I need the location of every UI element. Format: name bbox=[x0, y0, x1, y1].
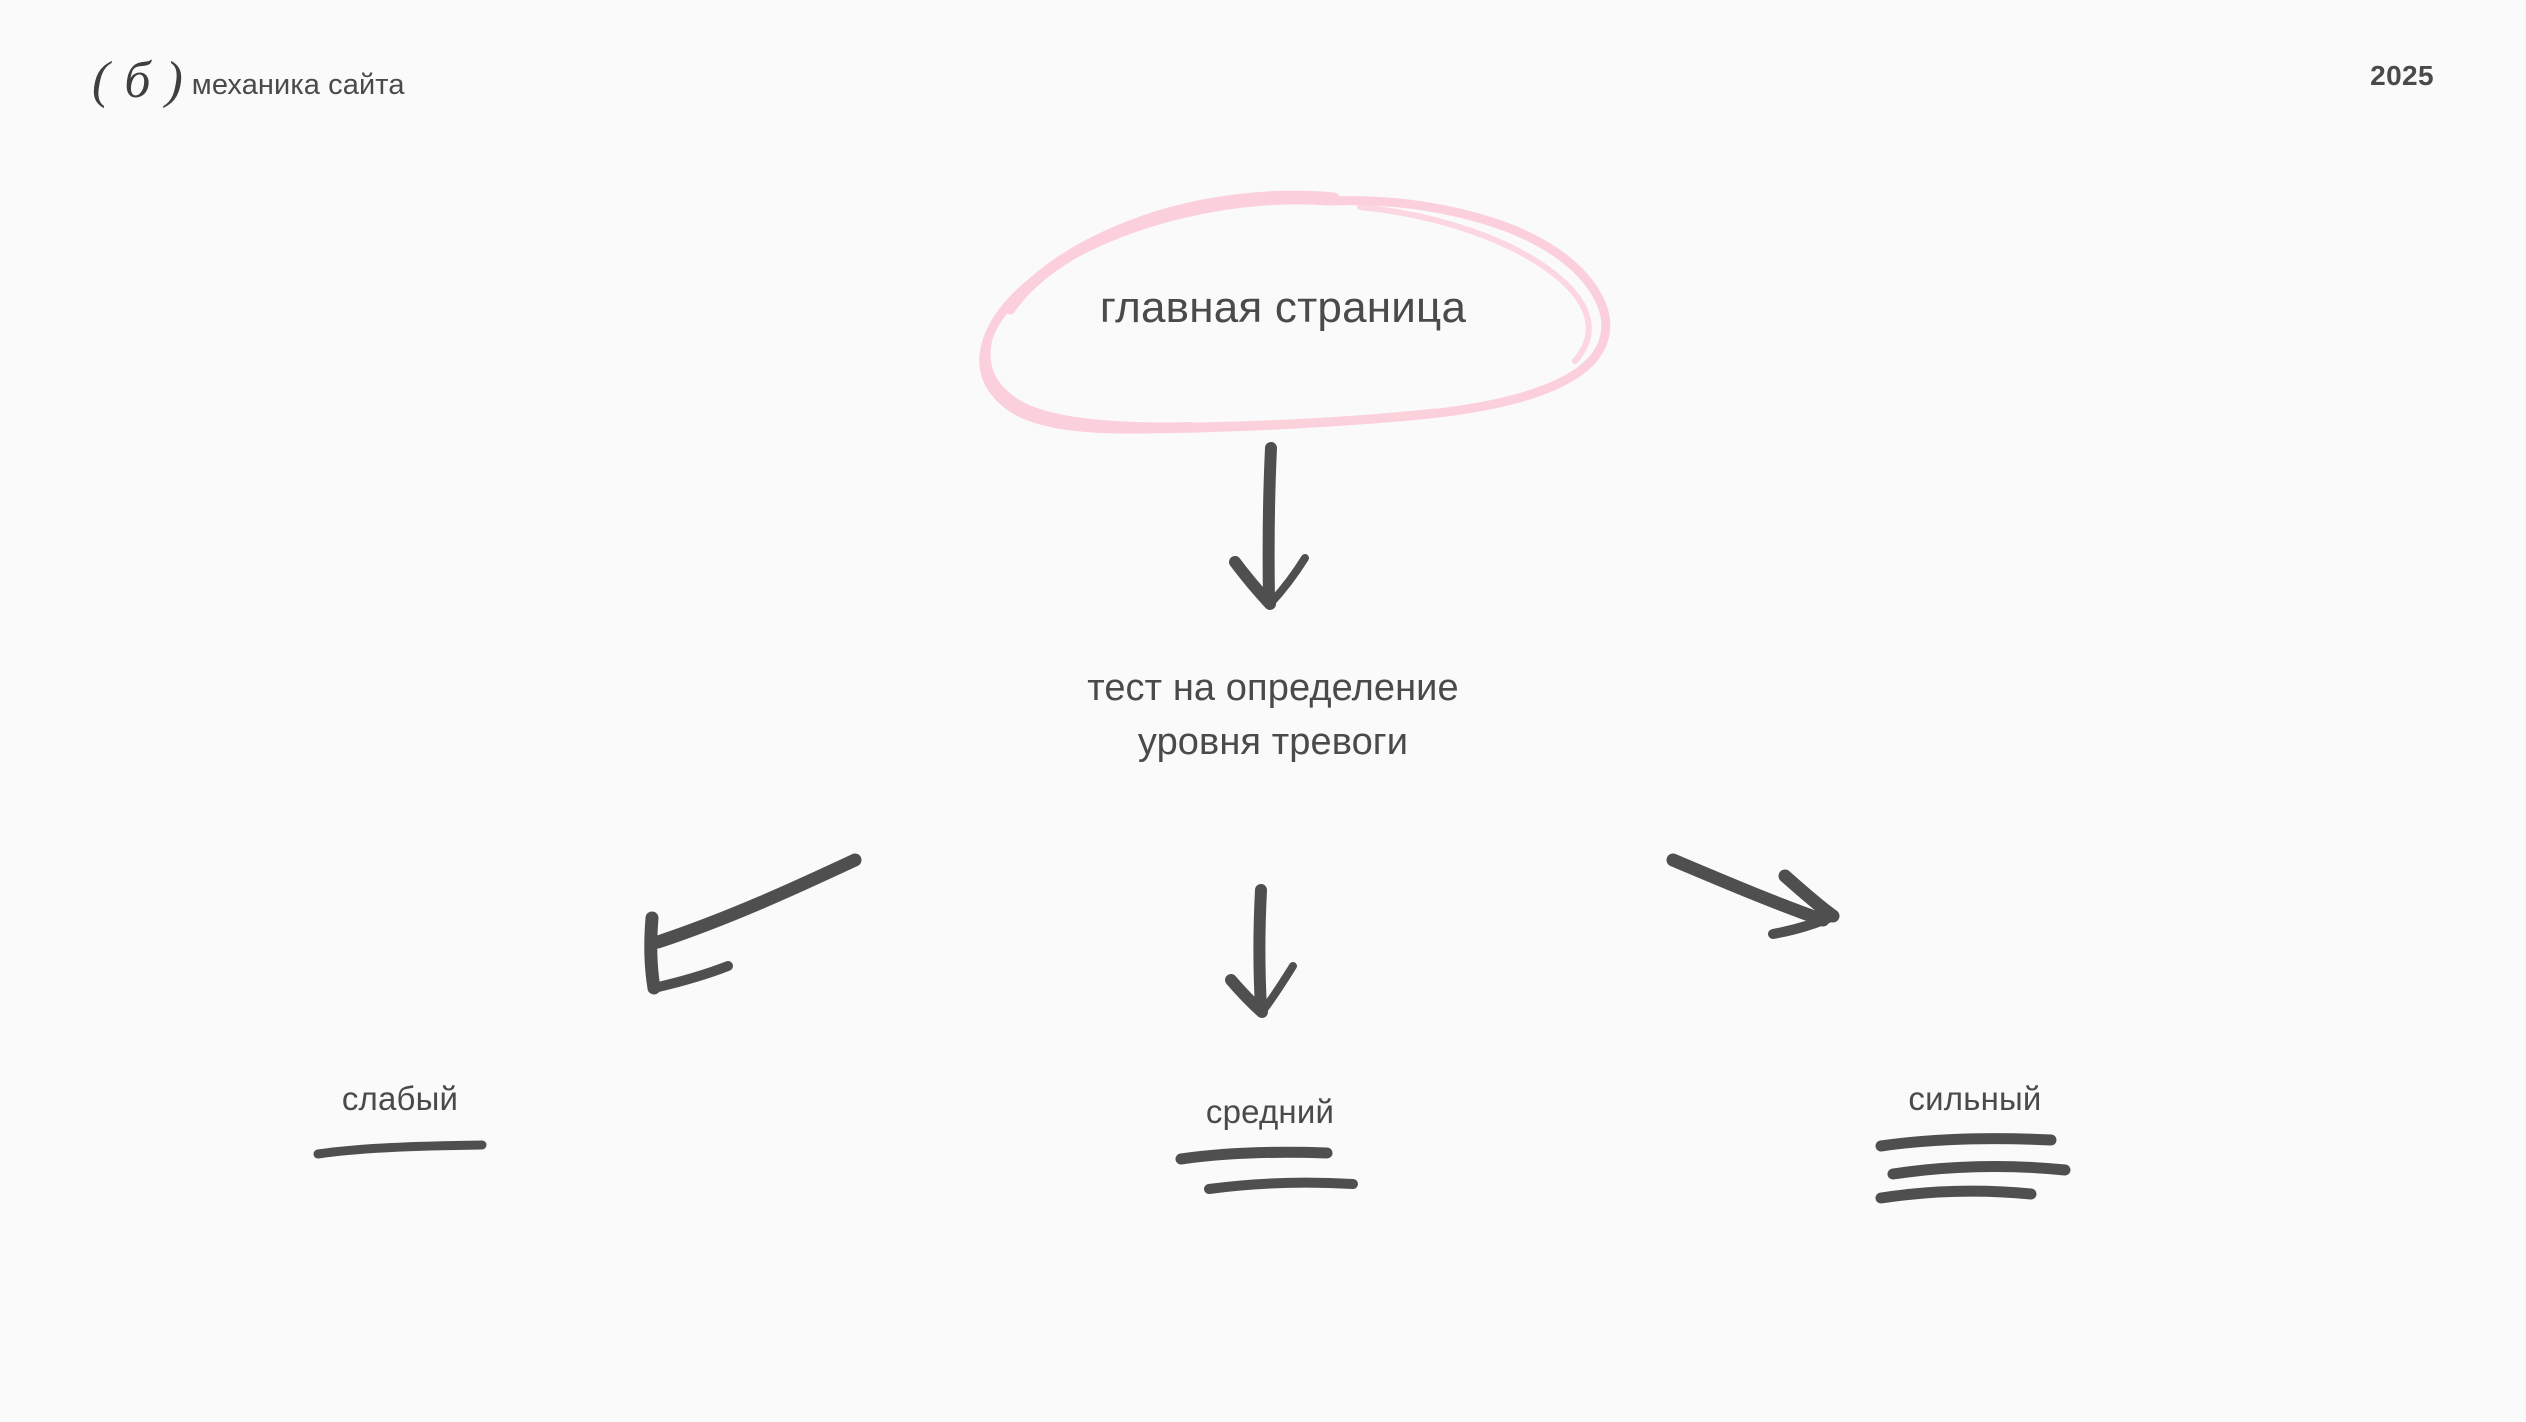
arrow-test-to-weak-icon bbox=[600, 830, 890, 1020]
pink-oval-highlight-icon bbox=[979, 190, 1611, 434]
level-node-strong: сильный bbox=[1845, 1080, 2105, 1206]
brand-mark-icon: ( б ) bbox=[92, 52, 184, 109]
arrow-root-to-test-icon bbox=[1195, 440, 1355, 620]
root-node-label: главная страница bbox=[1099, 282, 1467, 332]
level-strokes-medium bbox=[1140, 1139, 1400, 1219]
test-node-line-1: тест на определение bbox=[1087, 667, 1459, 709]
level-node-medium: средний bbox=[1140, 1093, 1400, 1219]
arrow-test-to-strong-icon bbox=[1655, 820, 1885, 980]
brand: ( б ) механика сайта bbox=[92, 52, 405, 109]
underline-stroke-icon bbox=[313, 1140, 487, 1159]
year-label: 2025 bbox=[2370, 60, 2434, 91]
level-label-medium: средний bbox=[1205, 1093, 1335, 1130]
level-strokes-strong bbox=[1845, 1126, 2105, 1206]
level-node-weak: слабый bbox=[270, 1080, 530, 1206]
brand-title: механика сайта bbox=[191, 69, 405, 101]
underline-stroke-icon bbox=[1175, 1146, 1358, 1194]
test-node: тест на определение уровня тревоги bbox=[1013, 662, 1533, 770]
root-node: главная страница bbox=[930, 175, 1630, 440]
test-node-line-2: уровня тревоги bbox=[1137, 720, 1409, 763]
arrow-test-to-medium-icon bbox=[1205, 880, 1345, 1040]
level-label-weak: слабый bbox=[341, 1080, 459, 1117]
slide-header: ( б ) механика сайта 2025 bbox=[0, 0, 2526, 150]
level-label-strong: сильный bbox=[1908, 1080, 2042, 1117]
level-strokes-weak bbox=[270, 1126, 530, 1206]
underline-stroke-icon bbox=[1875, 1133, 2071, 1204]
